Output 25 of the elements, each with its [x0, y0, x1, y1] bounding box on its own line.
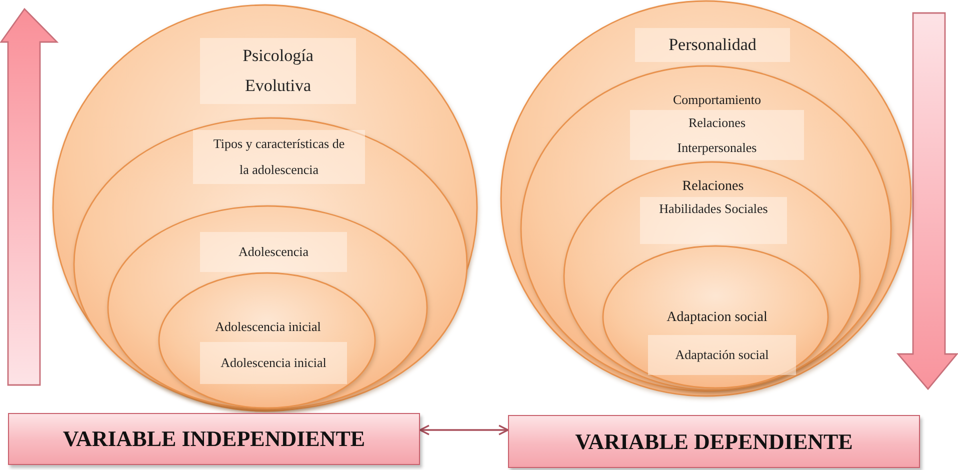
ellipse-label: Psicología Evolutiva — [200, 38, 356, 104]
ellipse-label: Adolescencia inicial — [215, 318, 321, 336]
nested-ellipse — [107, 205, 428, 410]
nested-ellipse — [158, 272, 376, 409]
nested-ellipse — [563, 161, 861, 391]
variable-banner — [508, 415, 920, 468]
ellipse-label: Adaptación social — [648, 335, 796, 375]
nested-ellipse — [500, 0, 912, 397]
ellipse-label: Personalidad — [635, 28, 790, 62]
banner-title: VARIABLE INDEPENDIENTE — [62, 426, 366, 452]
ellipse-label: Relaciones Interpersonales — [630, 110, 804, 160]
nested-ellipse — [520, 65, 892, 392]
ellipse-label: Adolescencia — [200, 232, 347, 272]
ellipse-label: Relaciones — [682, 178, 744, 196]
double-arrow — [419, 424, 509, 436]
ellipse-label: Comportamiento — [672, 91, 762, 109]
ellipse-label: Tipos y características de la adolescencia — [193, 130, 365, 184]
nested-ellipse — [52, 4, 478, 412]
ellipse-label: Adolescencia inicial — [200, 342, 347, 384]
ellipse-label: Adaptacion social — [666, 309, 768, 327]
banner-title: VARIABLE DEPENDIENTE — [575, 428, 853, 454]
nested-ellipse — [602, 245, 829, 389]
variable-banner — [8, 413, 420, 465]
nested-ellipse — [73, 117, 468, 411]
ellipse-label: Habilidades Sociales — [640, 197, 787, 244]
